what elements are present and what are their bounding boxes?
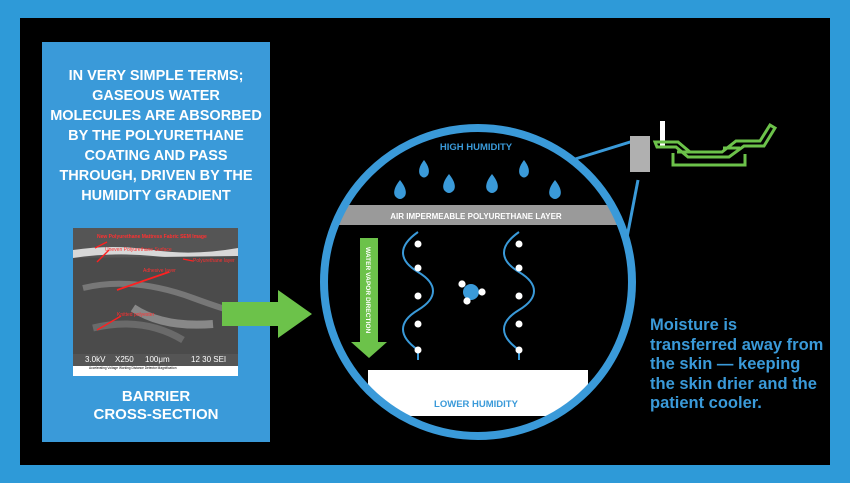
sem-scale-bar: 3.0kV X250 100μm 12 30 SEI (73, 354, 238, 366)
vapor-direction-label: WATER VAPOR DIRECTION (364, 247, 371, 333)
sem-label-uneven-surface: Uneven Polyurethane Surface (105, 247, 172, 253)
sem-working-distance: 12 30 SEI (191, 355, 227, 364)
water-droplets (394, 160, 561, 199)
sem-footer-strip: Accelerating Voltage Working Distance De… (73, 366, 238, 376)
barrier-label: BARRIER CROSS-SECTION (42, 388, 270, 424)
high-humidity-label: HIGH HUMIDITY (440, 142, 513, 153)
sem-scale: 100μm (145, 355, 170, 364)
sem-label-adhesive-layer: Adhesive layer (143, 268, 176, 274)
vapor-direction-arrow (351, 238, 387, 358)
barrier-label-line-2: CROSS-SECTION (93, 406, 219, 423)
vapor-molecule-dots (414, 240, 523, 354)
sem-title-label: New Polyurethane Mattress Fabric SEM Ima… (97, 234, 207, 240)
pore-wave-left (402, 231, 434, 360)
intro-text: IN VERY SIMPLE TERMS; GASEOUS WATER MOLE… (50, 68, 262, 204)
sem-micrograph (73, 228, 238, 376)
sem-voltage: 3.0kV (85, 355, 106, 364)
polyurethane-layer-band (323, 205, 633, 225)
explanation-panel: IN VERY SIMPLE TERMS; GASEOUS WATER MOLE… (42, 42, 270, 442)
droplet-icon (419, 160, 429, 178)
droplet-icon (486, 174, 498, 193)
zoom-circle (320, 124, 636, 440)
water-molecule-icon (458, 280, 486, 305)
hospital-bed-icon (630, 121, 778, 172)
pore-wave-right (503, 231, 535, 360)
sem-label-polyurethane-layer: Polyurethane layer (193, 258, 235, 264)
sem-cross-section-image: New Polyurethane Mattress Fabric SEM Ima… (73, 228, 238, 376)
sem-label-knitted-polyester: Knitted polyester (117, 312, 155, 318)
lower-humidity-label: LOWER HUMIDITY (434, 399, 519, 410)
barrier-label-line-1: BARRIER (121, 388, 191, 405)
green-right-arrow (222, 290, 312, 338)
sem-footer-text: Accelerating Voltage Working Distance De… (89, 366, 177, 370)
layer-label: AIR IMPERMEABLE POLYURETHANE LAYER (390, 212, 562, 221)
droplet-icon (549, 180, 561, 199)
lower-humidity-box (368, 370, 588, 416)
droplet-icon (519, 160, 529, 178)
droplet-icon (443, 174, 455, 193)
sem-magnification: X250 (115, 355, 134, 364)
droplet-icon (394, 180, 406, 199)
caption-text: Moisture is transferred away from the sk… (650, 316, 824, 412)
